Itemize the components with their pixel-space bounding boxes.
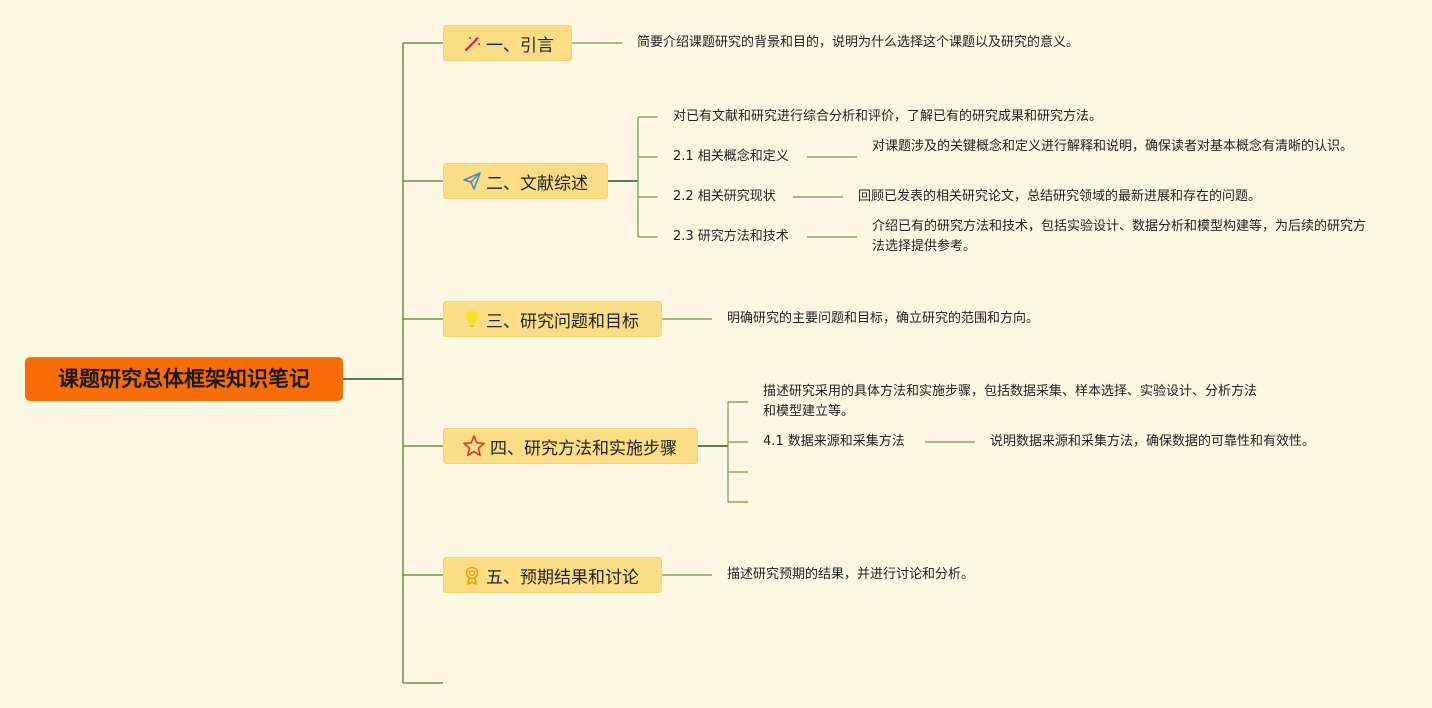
topic-expected-results[interactable]: 五、预期结果和讨论 bbox=[443, 557, 662, 593]
topic-description: 简要介绍课题研究的背景和目的，说明为什么选择这个课题以及研究的意义。 bbox=[637, 35, 1080, 50]
topic-intro-text: 对已有文献和研究进行综合分析和评价，了解已有的研究成果和研究方法。 bbox=[673, 109, 1103, 124]
topic-introduction[interactable]: 一、引言 bbox=[443, 25, 572, 61]
lightbulb-icon bbox=[462, 309, 482, 329]
topic-research-methods[interactable]: 四、研究方法和实施步骤 bbox=[443, 428, 698, 464]
topic-label: 三、研究问题和目标 bbox=[486, 311, 639, 332]
subtopic-label[interactable]: 2.2 相关研究现状 bbox=[673, 189, 776, 204]
topic-research-questions[interactable]: 三、研究问题和目标 bbox=[443, 301, 662, 337]
subtopic-description: 说明数据来源和采集方法，确保数据的可靠性和有效性。 bbox=[990, 434, 1316, 449]
subtopic-label[interactable]: 2.3 研究方法和技术 bbox=[673, 229, 789, 244]
star-icon bbox=[462, 434, 486, 458]
subtopic-description: 介绍已有的研究方法和技术，包括实验设计、数据分析和模型构建等，为后续的研究方法选… bbox=[872, 219, 1367, 254]
subtopic-description: 回顾已发表的相关研究论文，总结研究领域的最新进展和存在的问题。 bbox=[858, 189, 1262, 204]
paper-plane-icon bbox=[462, 171, 482, 191]
topic-label: 二、文献综述 bbox=[486, 173, 588, 194]
topic-label: 一、引言 bbox=[486, 35, 554, 56]
subtopic-description: 对课题涉及的关键概念和定义进行解释和说明，确保读者对基本概念有清晰的认识。 bbox=[872, 139, 1354, 154]
topic-literature-review[interactable]: 二、文献综述 bbox=[443, 163, 608, 199]
root-topic[interactable]: 课题研究总体框架知识笔记 bbox=[25, 357, 343, 401]
subtopic-label[interactable]: 4.1 数据来源和采集方法 bbox=[763, 434, 905, 449]
magic-wand-icon bbox=[462, 33, 482, 53]
topic-label: 四、研究方法和实施步骤 bbox=[490, 438, 677, 459]
topic-description: 明确研究的主要问题和目标，确立研究的范围和方向。 bbox=[727, 311, 1040, 326]
topic-description: 描述研究预期的结果，并进行讨论和分析。 bbox=[727, 567, 975, 582]
award-medal-icon bbox=[462, 565, 482, 585]
subtopic-label[interactable]: 2.1 相关概念和定义 bbox=[673, 149, 789, 164]
topic-intro-text: 描述研究采用的具体方法和实施步骤，包括数据采集、样本选择、实验设计、分析方法和模… bbox=[763, 384, 1258, 419]
topic-label: 五、预期结果和讨论 bbox=[486, 567, 639, 588]
